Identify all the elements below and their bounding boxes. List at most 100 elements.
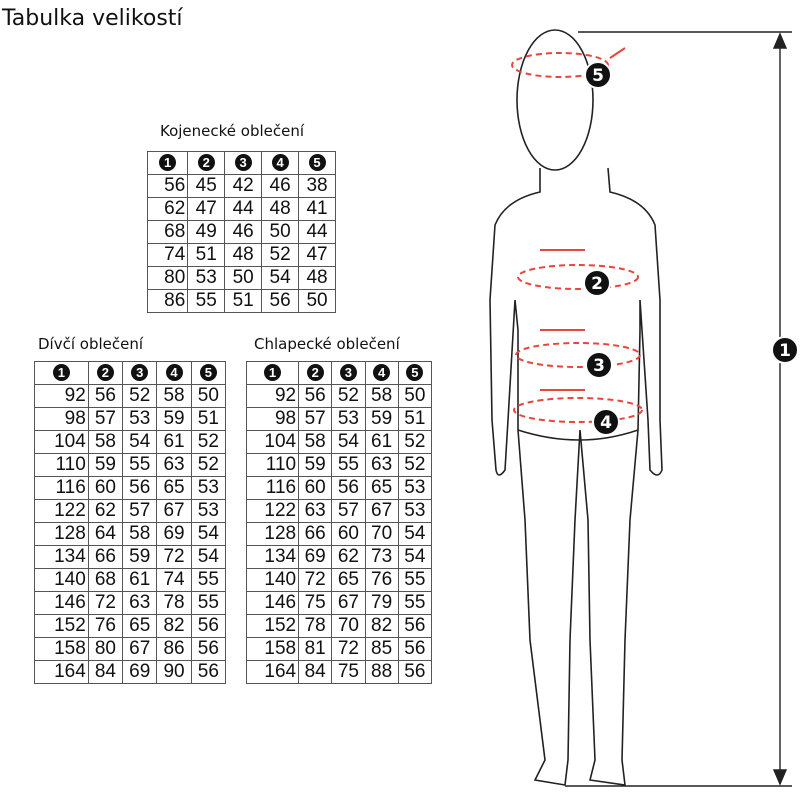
table-cell: 158 [245,637,300,661]
infant-table-title: Kojenecké oblečení [160,122,305,140]
marker-badge-2: 2 [197,154,215,172]
table-cell: 62 [331,545,366,569]
marker-badge-2: 2 [96,364,114,382]
header-cell: 2 [298,361,333,385]
table-cell: 54 [397,522,433,546]
table-cell: 51 [224,289,263,313]
table-cell: 158 [34,637,89,661]
table-cell: 57 [87,407,124,431]
table-cell: 164 [245,660,300,684]
table-cell: 57 [298,407,333,431]
table-cell: 134 [245,545,300,569]
table-cell: 67 [364,499,399,523]
table-cell: 60 [87,476,124,500]
table-cell: 58 [364,384,399,408]
table-cell: 86 [156,637,192,661]
table-cell: 56 [87,384,124,408]
table-cell: 68 [87,568,124,592]
table-cell: 82 [364,614,399,638]
table-cell: 65 [156,476,192,500]
marker-badge-4: 4 [271,154,289,172]
marker-badge-2: 2 [306,364,324,382]
table-cell: 59 [87,453,124,477]
table-cell: 70 [331,614,366,638]
table-cell: 56 [190,614,227,638]
table-cell: 56 [261,289,300,313]
table-cell: 146 [245,591,300,615]
table-cell: 55 [397,591,433,615]
header-cell: 2 [87,361,124,385]
table-cell: 78 [156,591,192,615]
table-cell: 75 [298,591,333,615]
marker-label-2: 2 [591,274,603,294]
marker-label-1: 1 [779,341,791,361]
table-cell: 47 [187,197,226,221]
marker-badge-5: 5 [406,364,424,382]
table-cell: 140 [245,568,300,592]
measurement-arrows [511,47,643,423]
table-cell: 45 [187,174,226,198]
girls-table-title: Dívčí oblečení [38,335,144,353]
header-cell: 3 [224,151,263,175]
table-cell: 55 [187,289,226,313]
table-cell: 74 [146,243,189,267]
header-cell: 5 [298,151,336,175]
table-cell: 76 [87,614,124,638]
table-cell: 54 [331,430,366,454]
table-cell: 62 [87,499,124,523]
table-cell: 65 [331,568,366,592]
table-cell: 54 [190,545,227,569]
table-cell: 56 [397,660,433,684]
table-cell: 50 [224,266,263,290]
table-cell: 59 [298,453,333,477]
table-cell: 60 [331,522,366,546]
marker-circle-3 [585,351,613,379]
table-cell: 74 [156,568,192,592]
header-cell: 4 [364,361,399,385]
table-cell: 53 [122,407,158,431]
table-cell: 51 [187,243,226,267]
marker-circle-1 [771,336,799,364]
marker-badge-1: 1 [159,154,177,172]
table-cell: 46 [261,174,300,198]
page-title: Tabulka velikostí [2,6,183,31]
table-cell: 44 [224,197,263,221]
marker-badge-3: 3 [339,364,357,382]
table-cell: 67 [156,499,192,523]
table-cell: 61 [122,568,158,592]
marker-circle-4 [592,408,620,436]
table-cell: 52 [397,453,433,477]
table-cell: 51 [397,407,433,431]
table-cell: 53 [397,499,433,523]
table-cell: 64 [87,522,124,546]
table-cell: 66 [298,522,333,546]
marker-badge-1: 1 [264,364,282,382]
boys-table-title: Chlapecké oblečení [254,335,400,353]
table-cell: 54 [261,266,300,290]
table-cell: 88 [364,660,399,684]
table-cell: 52 [190,430,227,454]
table-cell: 72 [87,591,124,615]
table-cell: 53 [190,499,227,523]
child-silhouette [489,29,663,786]
table-cell: 86 [146,289,189,313]
marker-badge-4: 4 [373,364,391,382]
table-cell: 75 [331,660,366,684]
